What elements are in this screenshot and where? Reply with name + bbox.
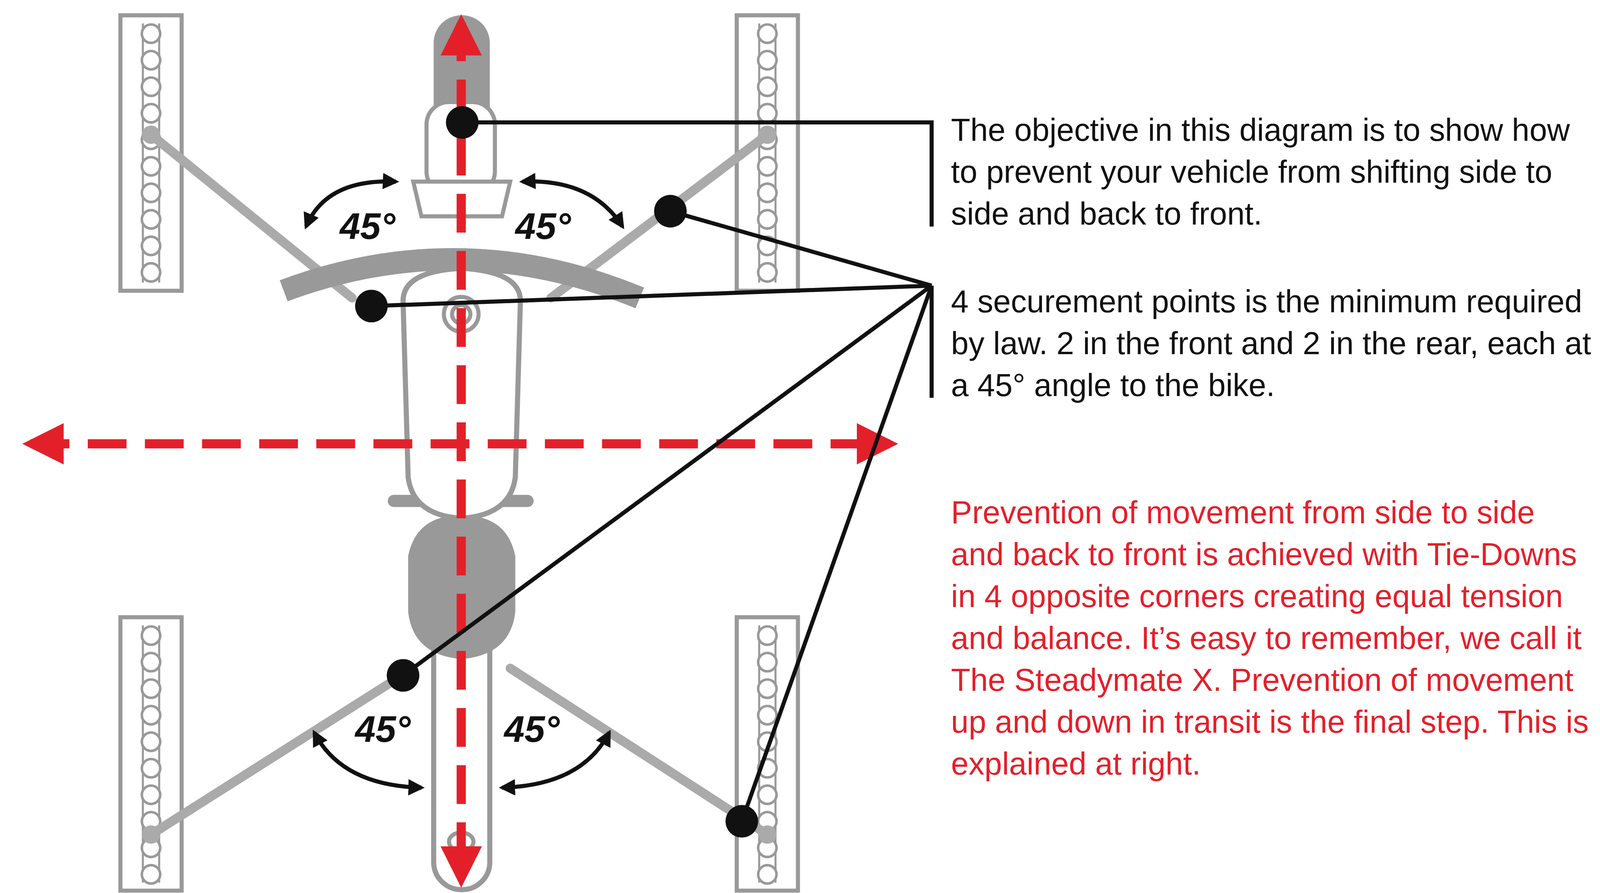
angle-label: 45° [339,206,396,247]
angle-arcs [305,181,623,788]
requirement-note: 4 securement points is the minimum requi… [950,280,1595,407]
e-track-rails [120,15,799,891]
leader-lines [371,122,932,822]
angle-label: 45° [355,709,411,750]
movement-arrows [30,22,890,880]
angle-label: 45° [504,709,560,750]
motorcycle [283,15,640,890]
securement-points [355,106,758,838]
angle-label: 45° [515,206,571,247]
explanation-note: Prevention of movement from side to side… [950,491,1595,785]
objective-note: The objective in this diagram is to show… [950,109,1595,235]
